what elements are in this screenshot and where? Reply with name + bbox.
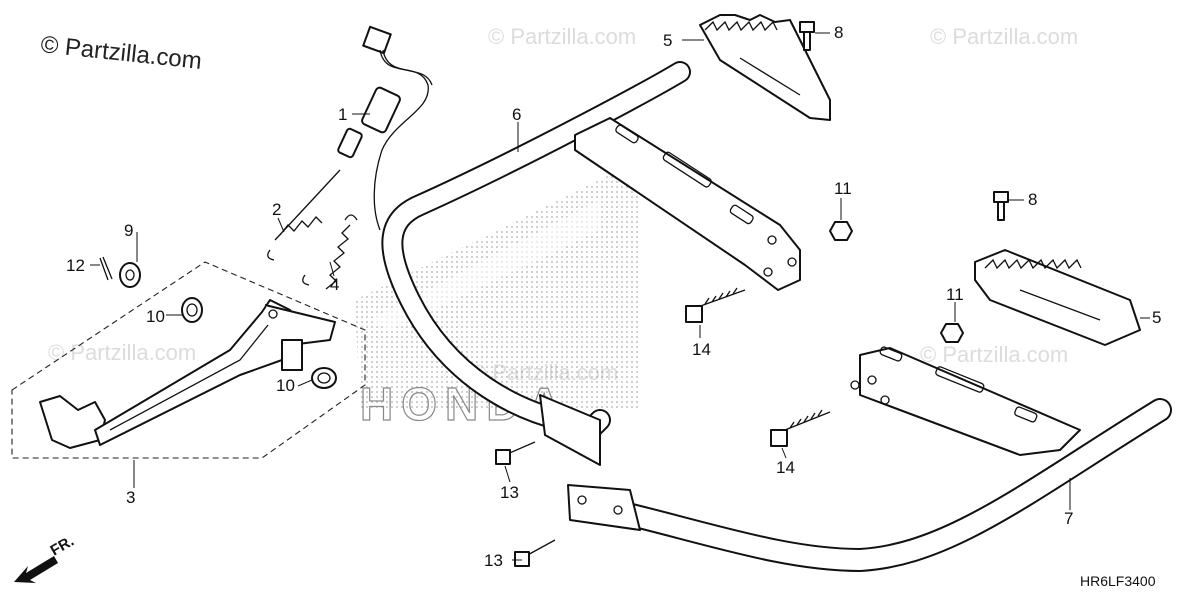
callout-3: 3 [126, 488, 135, 507]
front-direction-arrow: FR. [14, 533, 77, 583]
callout-6: 6 [512, 105, 521, 124]
leader-lines [90, 32, 1150, 561]
callout-13a: 13 [500, 483, 519, 502]
callout-1: 1 [338, 105, 347, 124]
watermark-main: © Partzilla.com [39, 31, 203, 75]
spring-part [302, 214, 358, 290]
return-spring-part [267, 169, 341, 261]
bushing-part [181, 297, 203, 323]
callout-12: 12 [66, 256, 85, 275]
watermark-faint: © Partzilla.com [488, 24, 636, 49]
callout-11b: 11 [946, 285, 964, 304]
cotter-pin-part [99, 256, 113, 281]
washer-part [119, 262, 141, 288]
callout-14a: 14 [692, 340, 711, 359]
honda-wing-logo: HONDA [355, 160, 640, 431]
watermark-faint: © Partzilla.com [930, 24, 1078, 49]
callout-4: 4 [330, 275, 339, 294]
step-frame-part [381, 61, 801, 466]
long-bolt-part [770, 409, 831, 447]
short-bolt-part [495, 441, 536, 465]
callout-11a: 11 [834, 179, 852, 198]
callout-10b: 10 [276, 376, 295, 395]
lower-step-frame-part [567, 346, 1172, 573]
callout-5a: 5 [663, 31, 672, 50]
bolt-part [799, 21, 815, 51]
callout-13b: 13 [484, 551, 503, 570]
bolt-part [993, 191, 1009, 221]
callout-7: 7 [1064, 509, 1073, 528]
watermark-faint: © Partzilla.com [48, 340, 196, 365]
callout-9: 9 [124, 221, 133, 240]
diagram-code: HR6LF3400 [1080, 573, 1156, 589]
footpeg-plate-part [699, 14, 831, 121]
callout-10a: 10 [146, 307, 165, 326]
short-bolt-part [514, 539, 556, 567]
nut-part [940, 323, 964, 343]
long-bolt-part [685, 287, 746, 323]
callout-8a: 8 [834, 23, 843, 42]
watermark-faint: © Partzilla.com [920, 342, 1068, 367]
brake-pedal-part [39, 299, 336, 449]
callout-5b: 5 [1152, 308, 1161, 327]
nut-part [829, 221, 853, 241]
assembly-outline [11, 261, 366, 459]
brake-switch-part [337, 25, 433, 231]
front-label: FR. [48, 533, 77, 560]
footpeg-plate-part [974, 249, 1141, 346]
bushing-part [311, 367, 337, 389]
callout-14b: 14 [776, 458, 795, 477]
callout-2: 2 [272, 200, 281, 219]
callout-8b: 8 [1028, 190, 1037, 209]
